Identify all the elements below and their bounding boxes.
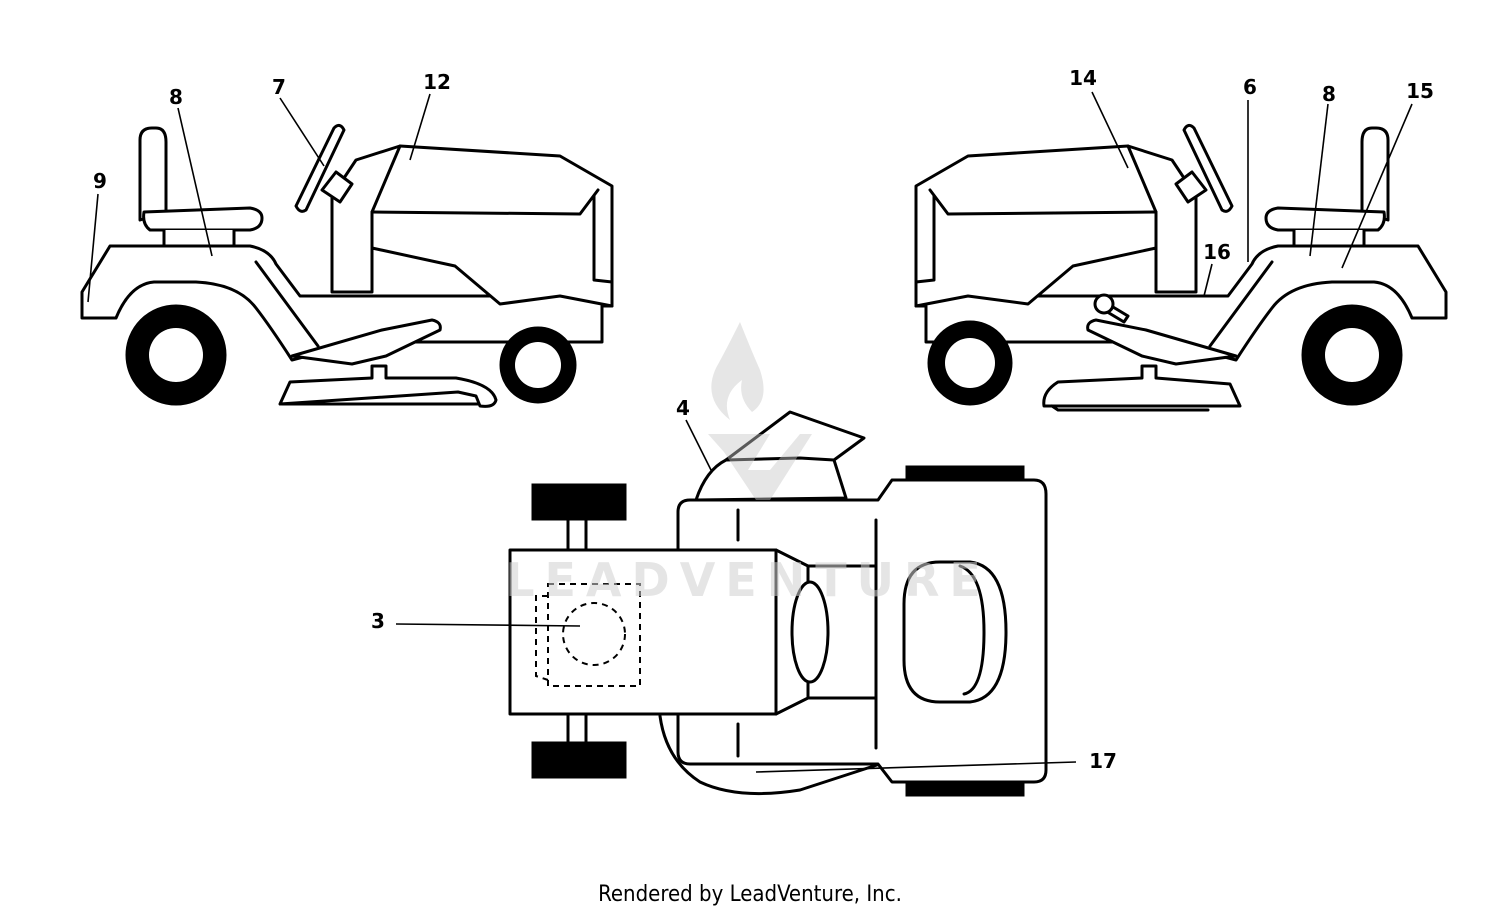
tractor-top-view	[508, 410, 1048, 797]
footer-credit: Rendered by LeadVenture, Inc.	[598, 882, 902, 907]
callout-lines	[87, 91, 1413, 773]
callout-17: 17	[1089, 749, 1117, 773]
callout-3: 3	[371, 609, 385, 633]
callout-7: 7	[272, 75, 286, 99]
callout-9: 9	[93, 169, 107, 193]
callout-8-left: 8	[169, 85, 183, 109]
callout-14: 14	[1069, 66, 1097, 90]
leadventure-watermark: LEADVENTURE	[505, 322, 991, 607]
callout-16: 16	[1203, 240, 1231, 264]
watermark-text: LEADVENTURE	[505, 553, 991, 607]
tractor-right-side-view	[914, 123, 1448, 412]
callout-8-right: 8	[1322, 82, 1336, 106]
tractor-left-side-view	[80, 123, 614, 408]
callout-6: 6	[1243, 75, 1257, 99]
callout-12: 12	[423, 70, 451, 94]
callout-4: 4	[676, 396, 690, 420]
callout-15: 15	[1406, 79, 1434, 103]
